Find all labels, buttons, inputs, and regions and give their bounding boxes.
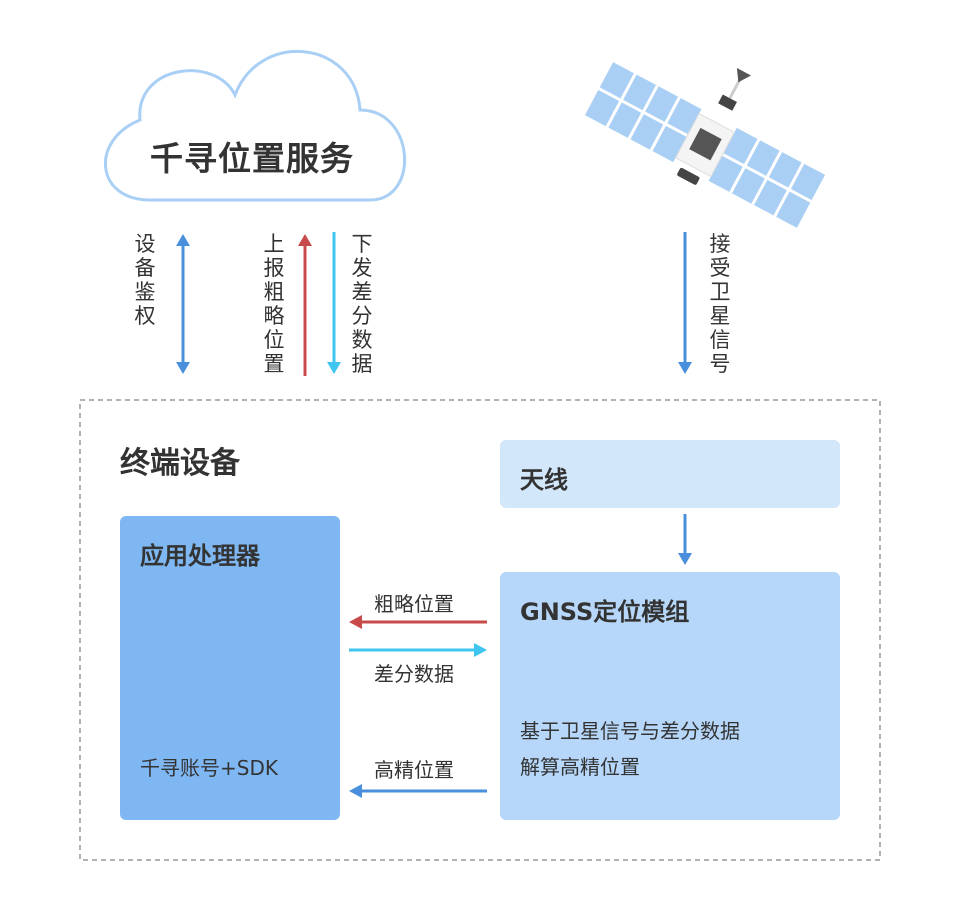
- auth-double-arrow: [176, 234, 190, 374]
- auth-label: 设备鉴权: [134, 232, 156, 328]
- diff-data-arrow: [349, 643, 487, 657]
- gnss-desc-line2: 解算高精位置: [520, 755, 640, 779]
- app-processor-box: [120, 516, 340, 820]
- cloud-label: 千寻位置服务: [150, 139, 354, 178]
- receive-down-arrow: [678, 232, 692, 374]
- antenna-box: [500, 440, 840, 508]
- rough-position-label: 粗略位置: [374, 592, 454, 616]
- device-title: 终端设备: [120, 446, 240, 481]
- precise-position-arrow: [349, 784, 487, 798]
- report-up-arrow: [298, 234, 312, 376]
- download-down-arrow: [327, 232, 341, 374]
- diff-data-label: 差分数据: [374, 662, 454, 686]
- download-label: 下发差分数据: [351, 232, 373, 376]
- antenna-label: 天线: [520, 466, 568, 494]
- antenna-to-gnss-arrow: [678, 514, 692, 565]
- device-container: [79, 399, 881, 861]
- gnss-module-box: [500, 572, 840, 820]
- cloud-shape: [104, 49, 406, 202]
- precise-position-label: 高精位置: [374, 758, 454, 782]
- report-label: 上报粗略位置: [263, 232, 285, 376]
- rough-position-arrow: [349, 615, 487, 629]
- satellite-icon: [584, 62, 826, 228]
- sdk-label: 千寻账号+SDK: [140, 756, 278, 780]
- gnss-desc-line1: 基于卫星信号与差分数据: [520, 719, 740, 743]
- app-processor-title: 应用处理器: [140, 542, 260, 570]
- receive-label: 接受卫星信号: [709, 232, 731, 376]
- gnss-title: GNSS定位模组: [520, 598, 690, 626]
